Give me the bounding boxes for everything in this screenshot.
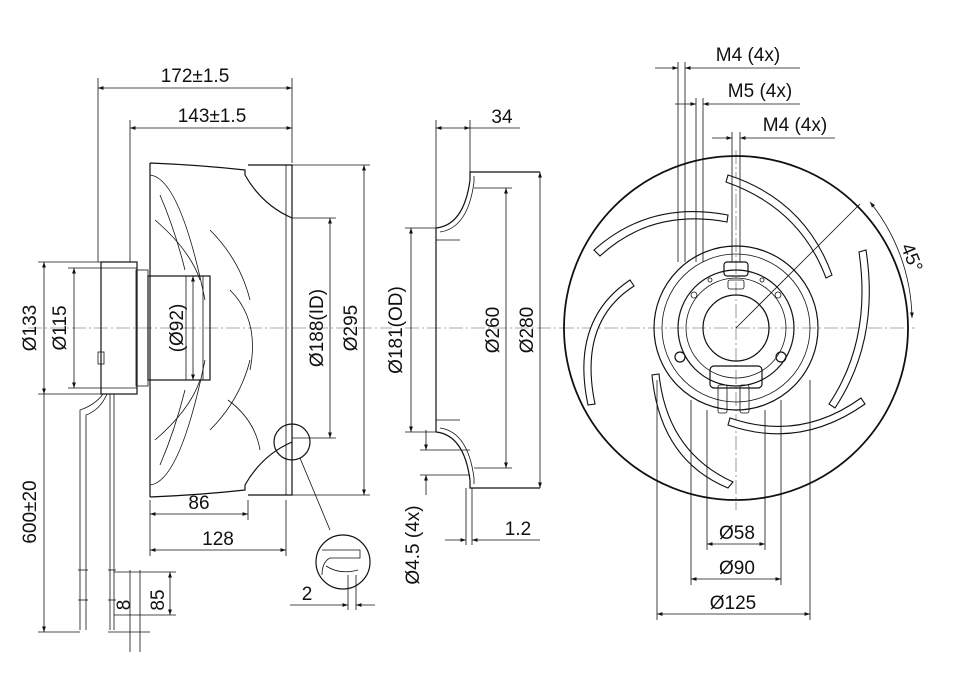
inlet-ring-view: 34 Ø181(OD) Ø260 Ø280 Ø4.5 (4x) 1.2 bbox=[386, 107, 560, 585]
dim-dia-188-id: Ø188(ID) bbox=[307, 289, 328, 367]
dim-len-85: 85 bbox=[148, 589, 169, 610]
dim-cable-600: 600±20 bbox=[20, 480, 41, 543]
hub-center bbox=[702, 294, 770, 362]
dim-dia-125: Ø125 bbox=[710, 593, 756, 614]
hub-outer bbox=[653, 245, 819, 411]
dim-overall-length: 172±1.5 bbox=[161, 66, 230, 87]
dim-impeller-length: 143±1.5 bbox=[178, 106, 247, 127]
dim-len-86: 86 bbox=[188, 493, 209, 514]
detail-marker bbox=[273, 423, 311, 461]
dim-dia-90: Ø90 bbox=[719, 558, 755, 579]
dim-dia-115: Ø115 bbox=[50, 305, 71, 350]
hub-top-tab bbox=[723, 261, 749, 277]
dim-len-2: 2 bbox=[302, 584, 313, 605]
dim-dia-92: (Ø92) bbox=[167, 304, 188, 353]
dim-m4-top: M4 (4x) bbox=[716, 45, 780, 66]
dim-dia-280: Ø280 bbox=[517, 307, 538, 353]
screw-right bbox=[775, 351, 787, 363]
dim-len-1-2: 1.2 bbox=[505, 519, 531, 540]
rotor-hub bbox=[147, 275, 211, 381]
detail-view bbox=[315, 534, 371, 590]
impeller-blades bbox=[583, 174, 870, 489]
dim-dia-260: Ø260 bbox=[483, 307, 504, 353]
front-view: 45° M4 (4x) M5 (4x) M4 (4x) Ø58 Ø90 Ø125 bbox=[560, 45, 926, 620]
impeller-outer-disc bbox=[563, 155, 909, 501]
dim-hole-4-5: Ø4.5 (4x) bbox=[403, 505, 424, 584]
dim-m5: M5 (4x) bbox=[728, 81, 792, 102]
dim-m4-bottom: M4 (4x) bbox=[763, 115, 827, 136]
hub-middle bbox=[677, 269, 795, 387]
motor-housing bbox=[100, 261, 138, 395]
dim-dia-295: Ø295 bbox=[341, 305, 362, 351]
dim-angle-45: 45° bbox=[896, 241, 926, 276]
dim-len-128: 128 bbox=[202, 529, 234, 550]
dim-len-34: 34 bbox=[491, 107, 513, 128]
cable-gland bbox=[709, 365, 763, 389]
side-view: 172±1.5 143±1.5 Ø133 Ø115 (Ø92) Ø188(ID)… bbox=[20, 66, 392, 652]
dim-dia-133: Ø133 bbox=[20, 305, 41, 351]
dim-dia-181-od: Ø181(OD) bbox=[386, 286, 407, 374]
dim-len-8: 8 bbox=[114, 600, 135, 611]
dim-dia-58: Ø58 bbox=[719, 523, 755, 544]
screw-left bbox=[674, 351, 686, 363]
